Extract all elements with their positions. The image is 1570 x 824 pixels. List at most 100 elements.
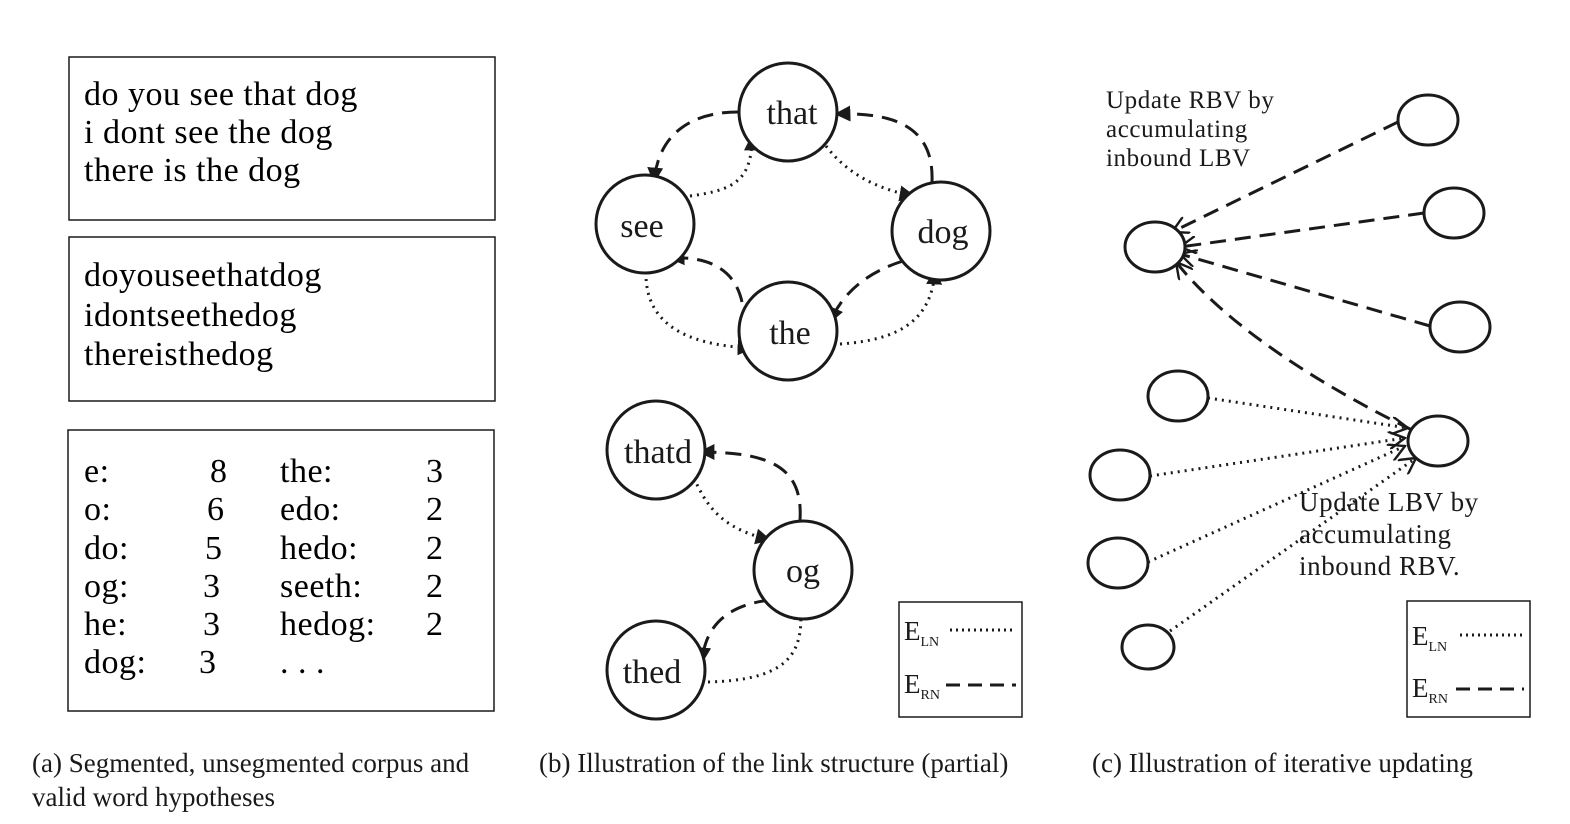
hypothesis-count: 3 [203, 606, 221, 643]
hypothesis-word: o: [84, 491, 111, 528]
ln-edge-see-that [689, 134, 760, 198]
node-label-see: see [620, 208, 663, 245]
node-label-dog: dog [918, 214, 969, 251]
hypothesis-count: 3 [199, 644, 217, 681]
node-dog [890, 180, 992, 282]
rn-edge-that-see [647, 110, 739, 184]
segmented-line-1: do you see that dog [84, 76, 358, 113]
node-label-the: the [769, 315, 811, 352]
legend-b-labels: ELN ERN [904, 616, 940, 703]
segmented-corpus-box [68, 56, 496, 221]
note-lbv-line-3: inbound RBV. [1299, 551, 1460, 581]
node-label-thatd: thatd [624, 434, 692, 471]
node-see [594, 173, 696, 275]
hypothesis-count: 2 [426, 568, 444, 605]
hypothesis-count: 2 [426, 606, 444, 643]
ln-edge-thatd-og [692, 477, 772, 545]
hypothesis-count: 3 [203, 568, 221, 605]
hypothesis-word: the: [280, 453, 333, 490]
node-og [752, 519, 854, 621]
hypothesis-count: 2 [426, 491, 444, 528]
panel-c [1086, 93, 1531, 718]
node-label-og: og [786, 553, 820, 590]
hypothesis-word: og: [84, 568, 129, 605]
node-c-right-hub [1406, 414, 1470, 468]
hypothesis-count: 5 [205, 530, 223, 567]
rn-edge-c-1 [1172, 120, 1399, 232]
hypothesis-word: he: [84, 606, 127, 643]
panel-b-labels: that see dog the thatd og thed [620, 95, 968, 691]
rn-edge-the-see [668, 249, 744, 303]
node-c-right-3 [1428, 300, 1492, 354]
rn-edge-dog-that [834, 105, 934, 183]
ln-edge-c-2 [1149, 438, 1405, 478]
node-c-left-2 [1088, 448, 1152, 502]
legend-c-labels: ELN ERN [1412, 621, 1448, 707]
unsegmented-corpus-box [68, 236, 496, 402]
ln-edge-c-1 [1207, 396, 1408, 428]
hypothesis-ellipsis: . . . [280, 644, 325, 681]
panel-b [594, 61, 1023, 721]
node-c-right-2 [1422, 186, 1486, 240]
segmented-line-2: i dont see the dog [84, 114, 333, 151]
rn-edge-dog-the [828, 259, 904, 324]
ln-edge-c-4 [1169, 458, 1416, 633]
hypothesis-count: 3 [426, 453, 444, 490]
ln-edge-see-the [644, 271, 754, 356]
rn-edge-c-4 [1176, 262, 1413, 432]
panel-a: do you see that dog i dont see the dog t… [67, 56, 496, 712]
ln-edge-that-dog [824, 145, 916, 202]
word-hypotheses-box [67, 429, 495, 712]
hypothesis-count: 8 [210, 453, 228, 490]
note-rbv-line-1: Update RBV by [1106, 87, 1274, 114]
caption-c: (c) Illustration of iterative updating [1092, 748, 1473, 778]
hypotheses-left-column: e: 8 o: 6 do: 5 og: 3 he: 3 dog: 3 [84, 453, 228, 681]
note-rbv-line-2: accumulating [1106, 116, 1248, 143]
hypothesis-word: dog: [84, 644, 146, 681]
caption-a-line-1: (a) Segmented, unsegmented corpus and [32, 748, 470, 778]
segmented-line-3: there is the dog [84, 152, 301, 189]
hypothesis-count: 6 [207, 491, 225, 528]
node-c-right-1 [1396, 93, 1460, 147]
unsegmented-line-2: idontseethedog [84, 297, 297, 334]
rn-edge-c-3 [1180, 254, 1431, 328]
hypothesis-word: hedo: [280, 530, 358, 567]
ln-edge-c-3 [1147, 446, 1405, 564]
node-c-left-3 [1086, 536, 1150, 590]
hypothesis-word: hedog: [280, 606, 376, 643]
legend-b-ln-label: ELN [904, 616, 939, 650]
ln-edge-the-dog [839, 268, 943, 346]
node-thed [605, 619, 707, 721]
hypothesis-word: seeth: [280, 568, 362, 605]
caption-a-line-2: valid word hypotheses [32, 782, 275, 812]
panel-c-notes: Update RBV by accumulating inbound LBV U… [1106, 87, 1479, 581]
rn-edge-c-2 [1180, 211, 1425, 247]
legend-c-ln-label: ELN [1412, 621, 1447, 655]
node-c-left-4 [1120, 623, 1176, 671]
legend-c [1406, 600, 1531, 718]
legend-b [898, 601, 1023, 718]
node-label-that: that [767, 95, 819, 132]
note-lbv-line-2: accumulating [1299, 519, 1452, 549]
note-lbv-line-1: Update LBV by [1299, 487, 1479, 517]
note-rbv-line-3: inbound LBV [1106, 145, 1251, 172]
hypotheses-right-column: the: 3 edo: 2 hedo: 2 seeth: 2 hedog: 2 … [280, 453, 444, 681]
legend-c-rn-label: ERN [1412, 673, 1448, 707]
unsegmented-line-1: doyouseethatdog [84, 257, 322, 294]
legend-b-rn-label: ERN [904, 669, 940, 703]
rn-edge-og-thed [695, 598, 771, 664]
unsegmented-line-3: thereisthedog [84, 336, 274, 373]
node-c-left-1 [1146, 369, 1210, 423]
hypothesis-word: edo: [280, 491, 341, 528]
node-label-thed: thed [623, 654, 682, 691]
node-thatd [605, 399, 707, 501]
hypothesis-count: 2 [426, 530, 444, 567]
node-c-left-hub [1123, 220, 1187, 274]
ln-edge-thed-og [707, 603, 810, 684]
caption-b: (b) Illustration of the link structure (… [539, 748, 1009, 778]
rn-edge-og-thatd [698, 444, 802, 521]
node-that [737, 61, 839, 163]
hypothesis-word: do: [84, 530, 129, 567]
node-the [737, 280, 839, 382]
